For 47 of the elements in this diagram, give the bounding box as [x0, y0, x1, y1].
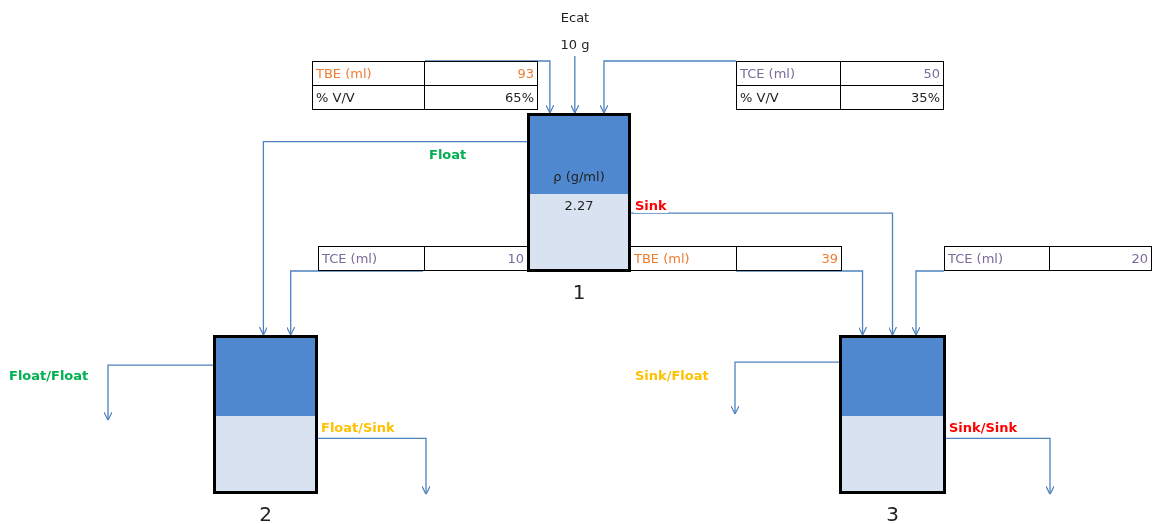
value-cell: 50 [840, 61, 944, 86]
data-table [944, 246, 1152, 271]
data-table [312, 61, 538, 110]
value-cell: 65% [424, 85, 538, 110]
density-value: 2.27 [563, 198, 595, 213]
arrow [286, 270, 424, 336]
beaker-number: 2 [258, 502, 273, 524]
arrow [424, 60, 555, 114]
beaker [213, 335, 318, 494]
value-cell: 39 [736, 246, 842, 271]
label-cell: TCE (ml) [736, 61, 841, 86]
data-table [630, 246, 842, 271]
label-cell: % V/V [736, 85, 841, 110]
edge-label: Float/Sink [320, 420, 396, 435]
arrow [730, 361, 840, 415]
label-cell: TBE (ml) [312, 61, 425, 86]
beaker-number: 1 [571, 280, 587, 304]
edge-label: Sink [634, 198, 668, 213]
arrow [103, 364, 214, 421]
beaker-number: 3 [885, 502, 900, 524]
label-cell: % V/V [312, 85, 425, 110]
value-cell: 10 [424, 246, 528, 271]
value-cell: 20 [1049, 246, 1152, 271]
label-cell: TCE (ml) [944, 246, 1050, 271]
density-label: ρ (g/ml) [552, 169, 606, 184]
data-table [318, 246, 528, 271]
arrow [570, 55, 580, 114]
edge-label: Sink/Float [634, 368, 710, 383]
label-cell: TCE (ml) [318, 246, 425, 271]
value-cell: 35% [840, 85, 944, 110]
edge-label: Float/Float [8, 368, 90, 383]
data-table [736, 61, 944, 110]
arrow [630, 212, 898, 336]
arrow [317, 437, 431, 495]
arrow [599, 60, 737, 114]
label-cell: TBE (ml) [630, 246, 737, 271]
sample-mass: 10 g [559, 37, 591, 52]
edge-label: Sink/Sink [948, 420, 1019, 435]
arrow [911, 270, 945, 336]
beaker [527, 113, 631, 272]
arrow [735, 270, 868, 336]
sample-name: Ecat [559, 10, 591, 25]
value-cell: 93 [424, 61, 538, 86]
arrow [945, 437, 1055, 495]
arrow [258, 140, 528, 336]
beaker [839, 335, 946, 494]
edge-label: Float [428, 147, 468, 162]
